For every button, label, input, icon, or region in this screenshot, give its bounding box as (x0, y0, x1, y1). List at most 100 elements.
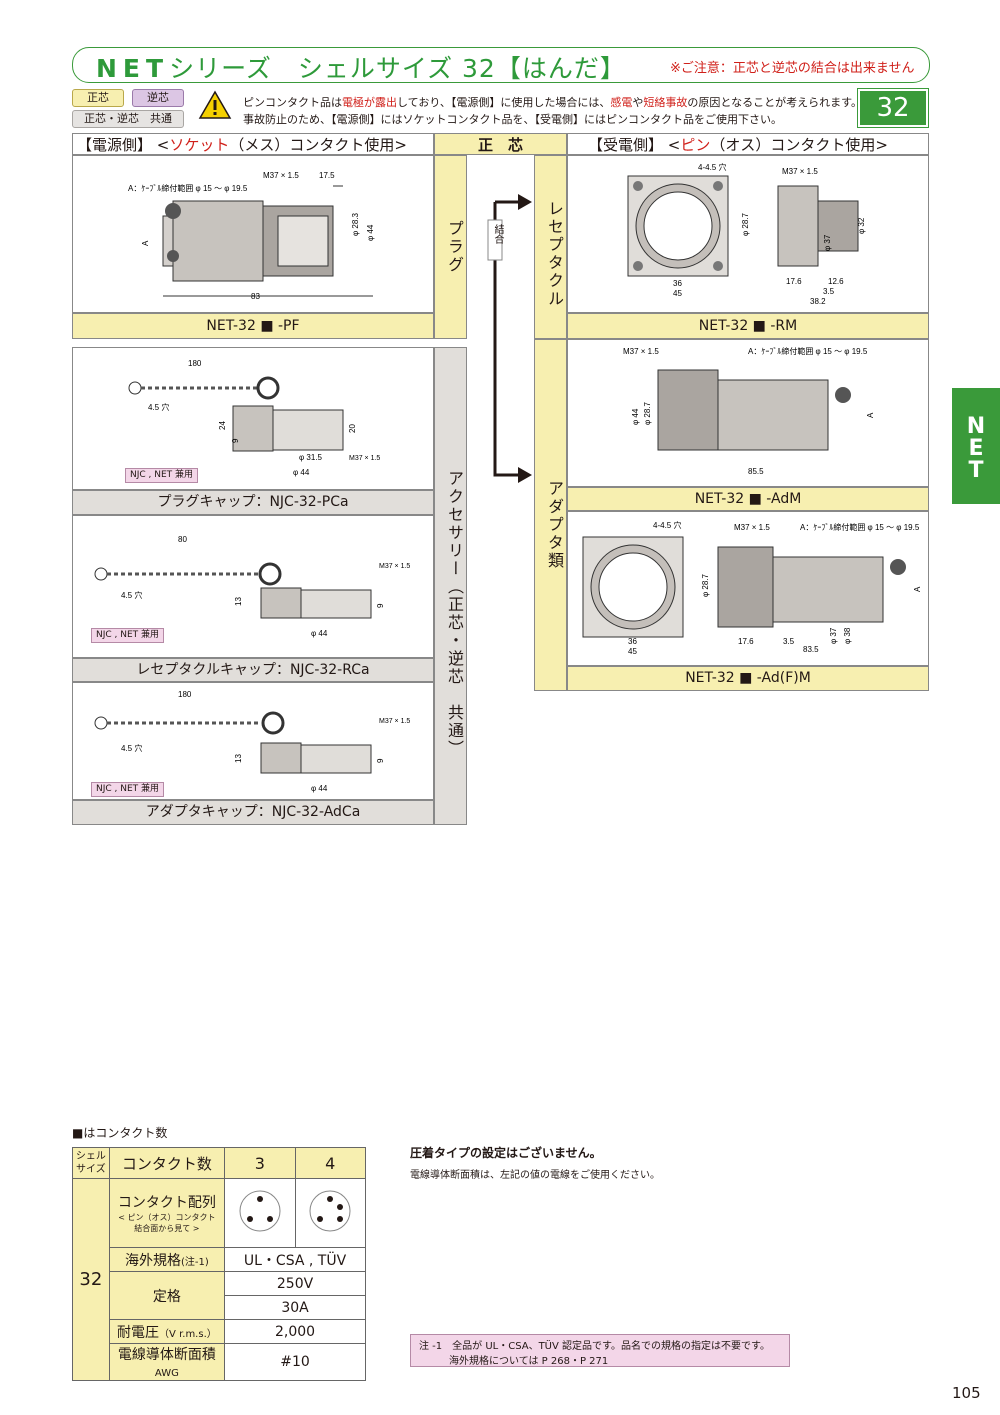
adapter-cap-dim-hole: 4.5 穴 (121, 743, 142, 753)
title-bar (72, 47, 930, 83)
shell-size-badge: 32 (857, 88, 929, 128)
plug-label-cell (434, 155, 467, 339)
adapter-cap-drawing: 180 4.5 穴 13 9 φ 44 M37 × 1.5 (94, 690, 410, 793)
note-line-1: 注 -1 全品が UL・CSA、TÜV 認定品です。品名での規格の指定は不要です… (419, 1341, 771, 1352)
receptacle-thread: M37 × 1.5 (782, 167, 818, 176)
load-side-header: 【受電側】 <ピン（オス）コンタクト使用> (567, 133, 929, 155)
standard-note: (注-1) (181, 1256, 209, 1268)
plug-dim-4: 83 (251, 292, 260, 301)
withstand-unit: （V r.m.s.） (159, 1328, 217, 1340)
standard-value: UL・CSA , TÜV (224, 1247, 366, 1272)
side-tab-letter-n: N (966, 414, 986, 439)
contact-count-3: 3 (224, 1147, 296, 1179)
source-side-header: 【電源側】 <ソケット（メス）コンタクト使用> (72, 133, 434, 155)
adapter-vertical-label: アダプタ類 (545, 480, 564, 570)
receptacle-dim-12-6: 12.6 (828, 277, 844, 286)
series-side-tab: N E T (952, 388, 1000, 504)
shell-size-header: シェル サイズ (72, 1147, 110, 1179)
receptacle-dim-holes: 4-4.5 穴 (698, 162, 726, 172)
plug-dim-2: φ 28.3 (351, 212, 360, 236)
receptacle-cap-thread: M37 × 1.5 (379, 563, 410, 570)
adapter-m-dim-a: A (866, 412, 875, 418)
connect-label: 結合 (492, 224, 503, 244)
contact-count-4: 4 (294, 1147, 367, 1179)
standard-label: 海外規格 (125, 1252, 181, 1269)
plug-cable-range: A：ｹｰﾌﾞﾙ締付範囲 φ 15 ～ φ 19.5 (128, 183, 248, 193)
contact-layout-sub1: < ピン（オス）コンタクト (118, 1213, 216, 1222)
receptacle-dim-45: 45 (673, 289, 682, 298)
awg-value: #10 (224, 1343, 366, 1381)
page-title: NETシリーズ シェルサイズ 32【はんだ】 (96, 54, 626, 83)
adapter-fm-cable-range: A：ｹｰﾌﾞﾙ締付範囲 φ 15 ～ φ 19.5 (800, 522, 920, 532)
plug-thread: M37 × 1.5 (263, 171, 299, 180)
adapter-fm-dim-38: φ 38 (843, 627, 852, 644)
note-box: 注 -1 全品が UL・CSA、TÜV 認定品です。品名での規格の指定は不要です… (410, 1334, 790, 1367)
plug-model-label: NET-32 ■ -PF (72, 313, 434, 339)
adapter-cap-panel: 180 4.5 穴 13 9 φ 44 M37 × 1.5 NJC , NET … (72, 682, 434, 800)
standard-label-cell: 海外規格(注-1) (108, 1247, 226, 1272)
awg-unit: AWG (154, 1368, 179, 1379)
compatibility-note: ※ご注意：正芯と逆芯の結合は出来ません (670, 61, 915, 76)
receptacle-cap-label: レセプタクルキャップ：NJC-32-RCa (72, 658, 434, 682)
adapter-fm-dim-45: 45 (628, 647, 637, 656)
seishin-header: 正 芯 (434, 133, 567, 155)
plug-cap-dim-31-5: φ 31.5 (299, 453, 323, 462)
adapter-label-cell (534, 339, 567, 691)
layout-diagram-4 (294, 1178, 367, 1248)
adapter-cap-compat-tag: NJC , NET 兼用 (91, 782, 165, 797)
adapter-cap-dim-13: 13 (234, 754, 243, 763)
contact-count-label: コンタクト数 (108, 1147, 226, 1179)
adapter-fm-dim-17-6: 17.6 (738, 637, 754, 646)
side-tab-letter-t: T (968, 458, 984, 483)
adapter-fm-dim-83-5: 83.5 (803, 645, 819, 654)
receptacle-drawing-panel: 4-4.5 穴 M37 × 1.5 36 45 φ 28.7 φ 37 φ 32… (567, 155, 929, 313)
receptacle-dim-32: φ 32 (857, 217, 866, 234)
rating-voltage: 250V (224, 1271, 366, 1296)
awg-label: 電線導体断面積 (117, 1347, 216, 1363)
receptacle-dim-36: 36 (673, 279, 682, 288)
adapter-fm-dim-36: 36 (628, 637, 637, 646)
receptacle-drawing: 4-4.5 穴 M37 × 1.5 36 45 φ 28.7 φ 37 φ 32… (627, 162, 866, 306)
plug-dim-3: φ 44 (366, 224, 375, 241)
adapter-fm-dim-3-5: 3.5 (783, 637, 795, 646)
tag-common: 正芯・逆芯 共通 (72, 110, 184, 128)
adapter-fm-dim-a: A (913, 586, 922, 592)
contact-layout-sub2: 結合面から見て > (134, 1224, 200, 1233)
adapter-m-drawing: M37 × 1.5 A：ｹｰﾌﾞﾙ締付範囲 φ 15 ～ φ 19.5 φ 44… (623, 346, 875, 476)
plug-cap-dim-44: φ 44 (293, 468, 310, 477)
receptacle-cap-dim-hole: 4.5 穴 (121, 590, 142, 600)
withstand-label-cell: 耐電圧（V r.m.s.） (108, 1319, 226, 1344)
plug-cap-dim-9: 9 (231, 438, 240, 443)
receptacle-dim-17-6: 17.6 (786, 277, 802, 286)
receptacle-cap-dim-44: φ 44 (311, 629, 328, 638)
contact-layout-label: コンタクト配列 (117, 1195, 216, 1211)
tag-gyakushin: 逆芯 (132, 89, 184, 107)
plug-cap-label: プラグキャップ：NJC-32-PCa (72, 490, 434, 515)
adapter-fm-thread: M37 × 1.5 (734, 523, 770, 532)
tag-seishin: 正芯 (72, 89, 124, 107)
plug-cap-drawing: 180 4.5 穴 24 9 20 φ 31.5 φ 44 M37 × 1.5 (128, 359, 380, 477)
withstand-label: 耐電圧 (117, 1324, 160, 1341)
receptacle-dim-3-5: 3.5 (823, 287, 835, 296)
note-line-2: 海外規格については P 268・P 271 (449, 1356, 609, 1367)
receptacle-cap-dim-9: 9 (376, 603, 385, 608)
plug-cap-thread: M37 × 1.5 (349, 455, 380, 462)
receptacle-dim-28-7: φ 28.7 (741, 212, 750, 236)
contact-layout-4-icon (309, 1190, 351, 1232)
accessory-label-cell (434, 347, 467, 825)
crimp-title: 圧着タイプの設定はございません。 (410, 1146, 602, 1160)
side-tab-letter-e: E (968, 436, 984, 461)
withstand-value: 2,000 (224, 1319, 366, 1344)
contact-layout-3-icon (239, 1190, 281, 1232)
spec-caption: ■はコンタクト数 (72, 1126, 168, 1140)
awg-label-cell: 電線導体断面積 AWG (108, 1343, 226, 1381)
rating-current: 30A (224, 1295, 366, 1320)
warning-line-1: ピンコンタクト品は電極が露出しており、【電源側】に使用した場合には、感電や短絡事… (243, 96, 862, 109)
adapter-cap-dim-44: φ 44 (311, 784, 328, 793)
page-number: 105 (952, 1384, 981, 1402)
receptacle-vertical-label: レセプタクル (545, 200, 564, 308)
accessory-vertical-label: アクセサリー（正芯・逆芯 共通） (445, 470, 464, 758)
receptacle-cap-dim-13: 13 (234, 597, 243, 606)
adapter-cap-thread: M37 × 1.5 (379, 718, 410, 725)
crimp-text: 電線導体断面積は、左記の値の電線をご使用ください。 (410, 1170, 660, 1181)
